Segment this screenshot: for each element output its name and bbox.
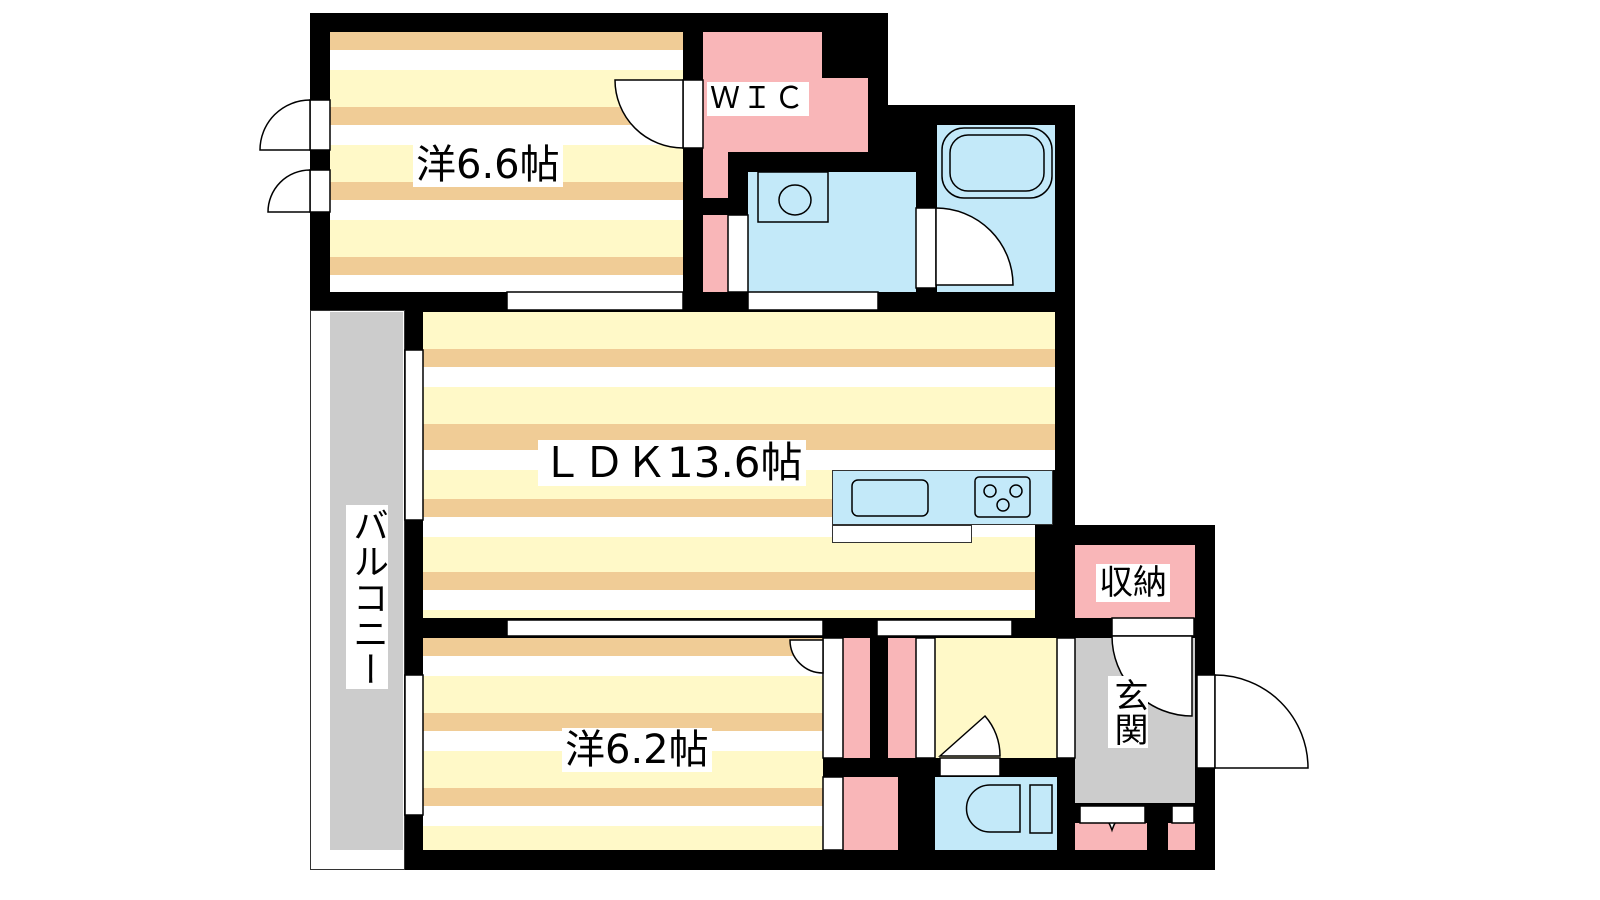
sink-basin-kitchen	[851, 479, 929, 517]
burner	[1009, 484, 1023, 498]
closet-door-c	[915, 637, 936, 759]
door-frame-wash	[727, 214, 749, 293]
burner	[996, 498, 1010, 512]
door-frame-toilet	[939, 757, 1001, 777]
closet-small	[703, 215, 728, 292]
door-swing-wic	[614, 79, 684, 149]
window-bedroom2	[404, 674, 424, 816]
kitchen-counter-edge	[832, 525, 972, 543]
room-label-storage: 収納	[1096, 564, 1170, 602]
closet-door-a	[822, 637, 844, 759]
stove	[974, 476, 1031, 518]
wic-floor-c	[703, 152, 728, 198]
room-label-western-room-2: 洋6.2帖	[562, 728, 712, 772]
room-label-ldk: ＬＤＫ13.6帖	[538, 440, 806, 486]
toilet-bowl	[965, 784, 1021, 833]
burner	[983, 484, 997, 498]
washroom-floor	[748, 172, 916, 292]
sliding-door-wash	[747, 291, 879, 311]
shoe-closet-b	[1168, 823, 1195, 850]
shoe-closet-strip	[1079, 805, 1146, 824]
closet-bedroom2-a	[843, 638, 870, 758]
storage-door	[1111, 617, 1195, 637]
door-swing-bath	[935, 207, 1014, 286]
toilet-tank	[1029, 784, 1053, 834]
sliding-door-bedroom1	[506, 291, 684, 311]
toilet-floor	[935, 777, 1057, 850]
shoe-closet-strip-b	[1171, 805, 1195, 824]
bathtub	[941, 127, 1053, 199]
room-label-balcony: バルコニー	[346, 505, 388, 689]
window-ldk	[404, 349, 424, 521]
window-bedroom1-a	[309, 99, 331, 151]
sliding-door-hallway	[876, 619, 1013, 637]
closet-bedroom2-c	[843, 777, 898, 850]
door-swing-bedroom2	[789, 639, 824, 674]
door-swing-bedroom1-a	[259, 99, 311, 151]
front-door-frame	[1196, 674, 1216, 769]
sink	[757, 171, 829, 223]
window-bedroom1-b	[309, 169, 331, 213]
bathtub-inner	[949, 134, 1045, 192]
door-frame-hall	[1056, 637, 1076, 759]
door-frame-bath	[915, 207, 937, 289]
room-label-wic: ＷＩＣ	[707, 82, 809, 116]
door-frame-wic	[682, 79, 704, 149]
closet-door-b	[822, 776, 844, 851]
door-swing-entrance	[1214, 674, 1309, 769]
closet-bedroom2-b	[888, 638, 916, 758]
sliding-door-ldk-bedroom2	[506, 619, 824, 637]
room-label-entrance: 玄関	[1108, 676, 1148, 748]
sink-bowl	[778, 184, 812, 216]
door-swing-bedroom1-b	[267, 169, 311, 213]
room-label-western-room-1: 洋6.6帖	[413, 143, 563, 187]
wic-floor-a	[703, 32, 822, 78]
door-swing-toilet	[938, 714, 1001, 757]
